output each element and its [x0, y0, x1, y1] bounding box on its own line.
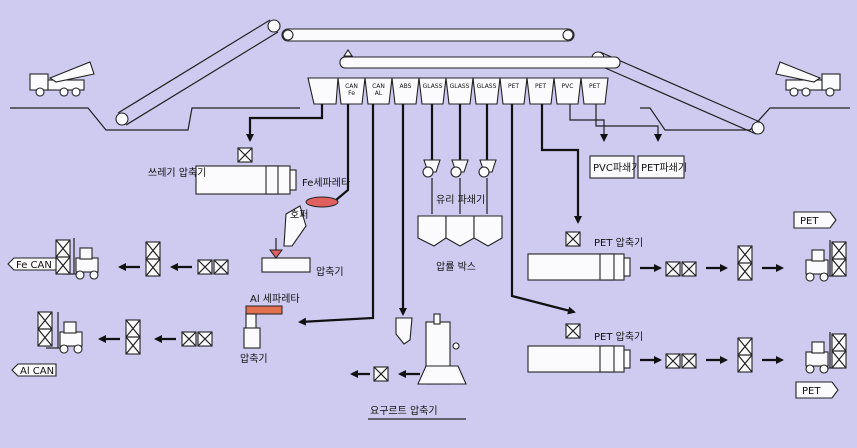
bin-label-8: PVC — [562, 83, 574, 90]
arrow-pet-crusher — [595, 104, 662, 142]
fe-stack-on-fork — [55, 239, 71, 275]
label-al-compactor: 압축기 — [240, 352, 268, 365]
label-glass-crusher: 유리 파쇄기 — [436, 194, 485, 206]
bin-5 — [472, 77, 501, 105]
label-trash-compactor-1: 쓰레기 압축기 — [148, 166, 206, 179]
bin-8 — [553, 77, 582, 105]
dump-truck-left — [29, 61, 95, 97]
pet2-bale-2 — [681, 353, 697, 369]
pet1-bale-1 — [665, 261, 681, 277]
bin-1 — [364, 77, 393, 105]
bin-label-0: Fe — [348, 90, 355, 97]
bin-label-6: PET — [508, 83, 519, 90]
bin-label-9: PET — [589, 83, 600, 90]
yogurt-bale — [373, 366, 389, 382]
fe-can-tag — [7, 257, 57, 271]
ground-line-left — [10, 107, 300, 131]
label-pet-compactor-2: PET 압축기 — [594, 330, 643, 343]
arrow-pet-2 — [540, 104, 582, 224]
arrow-to-trash-compactor — [246, 104, 324, 142]
pet-tag-2 — [795, 381, 839, 399]
bin-general — [307, 77, 339, 105]
bin-label-7: PET — [535, 83, 546, 90]
al-stack — [125, 319, 141, 355]
fe-bale-1 — [197, 259, 213, 275]
pet1-stack — [737, 245, 753, 281]
pet-compactor-2 — [527, 323, 631, 373]
pvc-crusher — [589, 155, 635, 179]
arrow-al-line — [298, 104, 375, 326]
trash-compactor — [195, 147, 297, 195]
pet-compactor-1 — [527, 231, 631, 281]
bin-label-0: CAN — [345, 83, 358, 90]
bin-label-3: GLASS — [423, 83, 443, 90]
bin-label-1: AL — [375, 90, 383, 97]
dump-truck-right — [775, 61, 841, 97]
arrow-pet-1 — [510, 104, 576, 315]
pet2-stack — [737, 337, 753, 373]
fe-compactor — [261, 238, 311, 273]
pet-crusher — [637, 155, 685, 179]
top-conveyor — [281, 28, 575, 42]
bin-3 — [418, 77, 447, 105]
arrow-pvc — [569, 104, 608, 142]
left-inclined-conveyor — [115, 19, 281, 126]
pet-tag-1 — [793, 211, 837, 229]
al-bale-1 — [181, 331, 197, 347]
bin-label-1: CAN — [372, 83, 385, 90]
bin-4 — [445, 77, 474, 105]
label-hopper: 호퍼 — [290, 209, 308, 221]
pet1-forklift — [805, 239, 847, 282]
output-pet-2: PET — [802, 386, 821, 397]
bin-6 — [499, 77, 528, 105]
label-yogurt-compactor: 요구르트 압축기 — [370, 404, 438, 417]
fe-separator — [283, 196, 339, 247]
output-pet-1: PET — [800, 216, 819, 227]
al-separator — [243, 305, 283, 349]
bin-label-4: GLASS — [450, 83, 470, 90]
pet1-bale-2 — [681, 261, 697, 277]
pet2-forklift — [805, 331, 847, 374]
output-fe-can: Fe CAN — [16, 260, 52, 271]
label-al-separator: Al 세파레타 — [250, 293, 300, 305]
bin-label-5: GLASS — [477, 83, 497, 90]
yogurt-compactor — [395, 313, 467, 385]
glass-crushers — [422, 159, 497, 214]
al-can-tag — [11, 363, 57, 377]
bin-9 — [580, 77, 609, 105]
ground-line-right — [640, 107, 850, 131]
pet2-bale-1 — [665, 353, 681, 369]
bin-2 — [391, 77, 420, 105]
fe-stack — [145, 241, 161, 277]
label-pressure-box: 압률 박스 — [436, 260, 476, 273]
bin-0 — [337, 77, 366, 105]
label-pet-compactor-1: PET 압축기 — [594, 236, 643, 249]
al-bale-2 — [197, 331, 213, 347]
label-fe-separator: Fe세파레타 — [302, 177, 350, 189]
arrow-fe-line — [335, 104, 350, 201]
label-fe-compactor: 압축기 — [316, 265, 344, 278]
fe-bale-2 — [213, 259, 229, 275]
al-stack-on-fork — [37, 311, 53, 347]
output-al-can: Al CAN — [20, 366, 54, 377]
middle-conveyor — [339, 49, 621, 69]
pressure-boxes — [417, 215, 503, 247]
label-pet-crusher: PET파쇄기 — [641, 162, 687, 174]
bin-7 — [526, 77, 555, 105]
bin-label-2: ABS — [400, 83, 412, 90]
label-pvc-crusher: PVC파쇄기 — [593, 162, 640, 174]
